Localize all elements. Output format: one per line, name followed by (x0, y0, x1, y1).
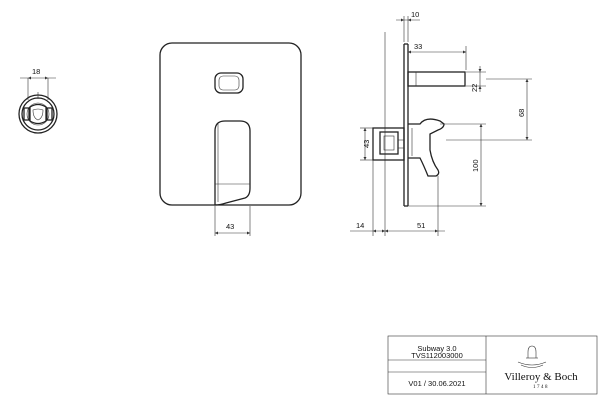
article-number: TVS112003000 (411, 351, 463, 360)
dim-spout-diameter: 22 (470, 84, 479, 92)
front-view: 43 (159, 42, 302, 236)
dim-spout-height: 68 (517, 109, 526, 117)
dim-wall-offset: 14 (356, 221, 364, 230)
brand-logo-icon (517, 345, 547, 368)
knob-end-view: 18 (18, 67, 58, 134)
spout (407, 71, 466, 87)
dim-lever-height: 100 (471, 159, 480, 172)
product-name: Subway 3.0 (417, 344, 456, 353)
dim-spout-length: 33 (414, 42, 422, 51)
dim-body-depth: 51 (417, 221, 425, 230)
version-date: V01 / 30.06.2021 (408, 379, 465, 388)
cover-plate (159, 42, 302, 206)
lever-handle (214, 120, 251, 206)
lever-profile (408, 118, 445, 177)
side-view: 10 33 22 68 43 100 (350, 10, 532, 236)
dim-knob-width: 18 (32, 67, 40, 76)
dim-body-depth-top: 10 (411, 10, 419, 19)
title-block: Subway 3.0 TVS112003000 V01 / 30.06.2021… (387, 335, 598, 395)
dim-lever-width: 43 (226, 222, 234, 231)
dim-cartridge-height: 43 (362, 140, 371, 148)
brand-year: 1748 (533, 385, 549, 390)
diverter-button (214, 72, 244, 94)
brand-name: Villeroy & Boch (504, 371, 578, 383)
